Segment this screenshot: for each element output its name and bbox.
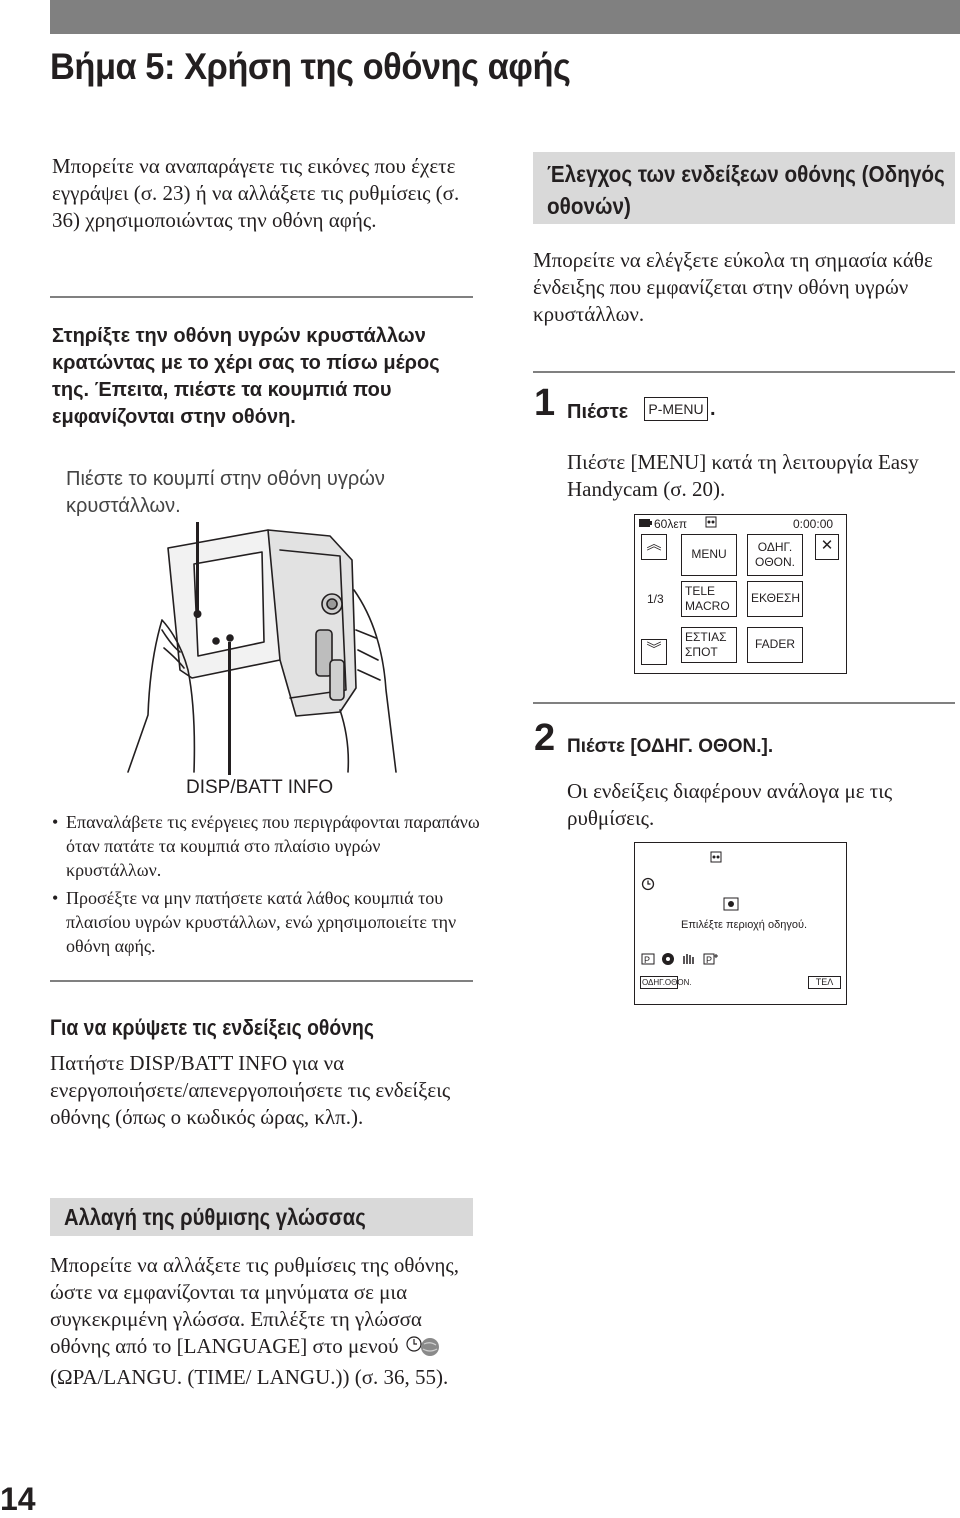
- touch-screen-guide: Επιλέξτε περιοχή οδηγού. P P ΟΔΗΓ.ΟΘΟΝ. …: [634, 842, 847, 1005]
- press-button-note: Πιέστε το κουμπί στην οθόνη υγρών κρυστά…: [66, 468, 385, 517]
- step-number: 2: [534, 717, 556, 759]
- header-bar: [50, 0, 960, 34]
- close-button[interactable]: ✕: [815, 534, 839, 560]
- screen-guide-button[interactable]: ΟΔΗΓ.ΟΘΟΝ.: [640, 976, 692, 989]
- svg-text:P: P: [644, 955, 650, 965]
- backlight-icon: [723, 897, 739, 914]
- intro-paragraph: Μπορείτε να αναπαράγετε τις εικόνες που …: [52, 154, 460, 232]
- self-timer-icon: [641, 877, 655, 894]
- scroll-up-button[interactable]: ︽: [641, 534, 667, 560]
- tape-icon: [705, 516, 717, 531]
- language-text: Μπορείτε να αλλάξετε τις ρυθμίσεις της ο…: [50, 1252, 475, 1391]
- battery-remaining: 60λεπ: [654, 517, 687, 531]
- divider: [533, 371, 955, 373]
- exposure-button[interactable]: ΕΚΘΕΣΗ: [747, 581, 803, 617]
- touch-screen-menu: 60λεπ 0:00:00 ︽ MENU ΟΔΗΓ. ΟΘΟΝ. ✕ 1/3 T…: [634, 514, 847, 674]
- language-text-part1: Μπορείτε να αλλάξετε τις ρυθμίσεις της ο…: [50, 1253, 459, 1358]
- timecode: 0:00:00: [793, 517, 834, 531]
- hide-indicators-text: Πατήστε DISP/BATT INFO για να ενεργοποιή…: [50, 1051, 451, 1129]
- battery-icon: [638, 517, 652, 531]
- notes-list: Επαναλάβετε τις ενέργειες που περιγράφον…: [50, 810, 480, 962]
- divider: [533, 702, 955, 704]
- list-item: Επαναλάβετε τις ενέργειες που περιγράφον…: [50, 810, 480, 882]
- section-intro: Μπορείτε να ελέγξετε εύκολα τη σημασία κ…: [533, 248, 933, 326]
- disp-batt-info-label: DISP/BATT INFO: [186, 777, 334, 798]
- hide-indicators-heading: Για να κρύψετε τις ενδείξεις οθόνης: [50, 1015, 374, 1040]
- spot-focus-button[interactable]: ΕΣΤΙΑΣ ΣΠΟΤ: [681, 627, 737, 663]
- spot-meter-icon: [661, 951, 675, 970]
- menu-button[interactable]: MENU: [681, 534, 737, 576]
- guide-prompt: Επιλέξτε περιοχή οδηγού.: [681, 919, 808, 931]
- language-heading: Αλλαγή της ρύθμισης γλώσσας: [64, 1204, 366, 1230]
- fader-button[interactable]: FADER: [747, 627, 803, 663]
- close-icon: ✕: [820, 537, 834, 554]
- section-heading: Έλεγχος των ενδείξεων οθόνης (Οδηγός οθο…: [547, 161, 945, 219]
- language-heading-bar: [50, 1198, 473, 1236]
- screen-guide-button[interactable]: ΟΔΗΓ. ΟΘΟΝ.: [747, 534, 803, 576]
- support-instruction: Στηρίξτε την οθόνη υγρών κρυστάλλων κρατ…: [52, 325, 440, 428]
- step-instruction: Πιέστε [ΟΔΗΓ. ΟΘΟΝ.].: [567, 736, 774, 757]
- double-chevron-down-icon: ︾: [646, 641, 662, 658]
- picture-effect-icon: P: [703, 951, 719, 970]
- status-icons-row: P P: [641, 951, 719, 970]
- step-note: Πιέστε [MENU] κατά τη λειτουργία Easy Ha…: [567, 450, 919, 501]
- divider: [50, 980, 473, 982]
- language-text-part2: (ΩΡΑ/LANGU. (TIME/ LANGU.)) (σ. 36, 55).: [50, 1365, 449, 1389]
- step-number: 1: [534, 382, 556, 424]
- p-menu-button[interactable]: P-MENU: [644, 397, 708, 421]
- scroll-down-button[interactable]: ︾: [641, 639, 667, 665]
- page-number: 14: [0, 1481, 36, 1517]
- list-item: Προσέξτε να μην πατήσετε κατά λάθος κουμ…: [50, 886, 480, 958]
- clock-globe-icon: [404, 1335, 444, 1364]
- page-title: Βήμα 5: Χρήση της οθόνης αφής: [50, 46, 571, 87]
- divider: [50, 296, 473, 298]
- step-note: Οι ενδείξεις διαφέρουν ανάλογα με τις ρυ…: [567, 779, 893, 830]
- step-instruction: Πιέστε: [567, 401, 629, 423]
- end-button[interactable]: ΤΕΛ: [808, 976, 841, 989]
- double-chevron-up-icon: ︽: [646, 536, 662, 553]
- camcorder-illustration: [127, 522, 397, 775]
- program-ae-icon: P: [641, 951, 655, 970]
- tele-macro-button[interactable]: TELE MACRO: [681, 581, 737, 617]
- section-heading-bar: [533, 152, 955, 224]
- page-indicator: 1/3: [647, 592, 664, 606]
- steady-shot-off-icon: [681, 951, 697, 970]
- step-period: .: [710, 398, 716, 420]
- svg-text:P: P: [706, 955, 712, 965]
- tape-icon: [710, 851, 722, 866]
